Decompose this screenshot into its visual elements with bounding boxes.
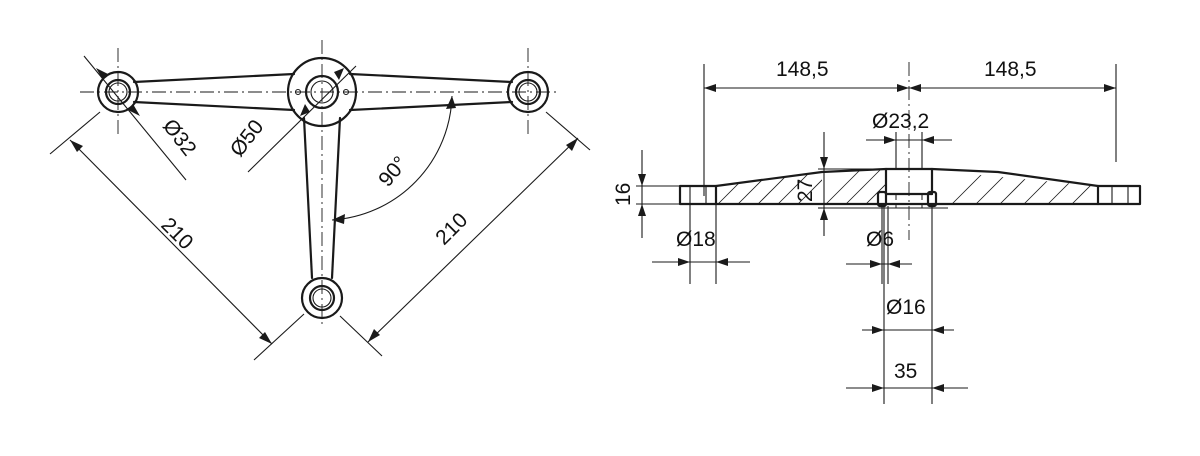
hub-diameter-label: Ø50	[226, 116, 269, 161]
pin-circle-dimension: Ø16	[862, 206, 954, 404]
section-view: 148,5 148,5 Ø23,2 16 27	[612, 58, 1142, 404]
left-half-span-label: 148,5	[776, 58, 829, 81]
hub-diameter-dimension: Ø50	[226, 65, 357, 173]
pin-spacing-label: 35	[894, 360, 917, 383]
pin-diameter-dimension: Ø6	[846, 206, 912, 284]
pin-spacing-dimension: 35	[846, 360, 968, 392]
thickness-dimension: 16	[612, 150, 680, 238]
hub-height-label: 27	[794, 179, 817, 202]
left-end-fitting	[96, 70, 140, 114]
right-span-label: 210	[431, 208, 472, 249]
angle-label: 90°	[374, 152, 412, 191]
end-bore-dimension: Ø18	[652, 204, 750, 284]
bottom-end-fitting	[300, 276, 344, 320]
angle-dimension: 90°	[331, 95, 456, 224]
right-span-dimension: 210	[339, 111, 591, 357]
end-bore-label: Ø18	[676, 228, 716, 251]
right-end-fitting	[506, 70, 550, 114]
plan-view: Ø32 Ø50 90° 210	[49, 40, 591, 361]
section-hatching	[717, 169, 1098, 204]
central-hub	[286, 56, 358, 128]
hole-diameter-dimension: Ø32	[83, 55, 201, 181]
half-span-dimensions: 148,5 148,5	[703, 58, 1117, 196]
bore-diameter-dimension: Ø23,2	[866, 110, 952, 168]
hub-height-dimension: 27	[794, 132, 886, 236]
right-half-span-label: 148,5	[984, 58, 1037, 81]
thickness-label: 16	[612, 183, 635, 206]
left-span-label: 210	[156, 213, 197, 254]
section-body	[678, 167, 1142, 209]
spider-arms	[132, 72, 514, 280]
pin-circle-label: Ø16	[886, 296, 926, 319]
bore-diameter-label: Ø23,2	[872, 110, 929, 133]
pin-diameter-label: Ø6	[866, 228, 894, 251]
